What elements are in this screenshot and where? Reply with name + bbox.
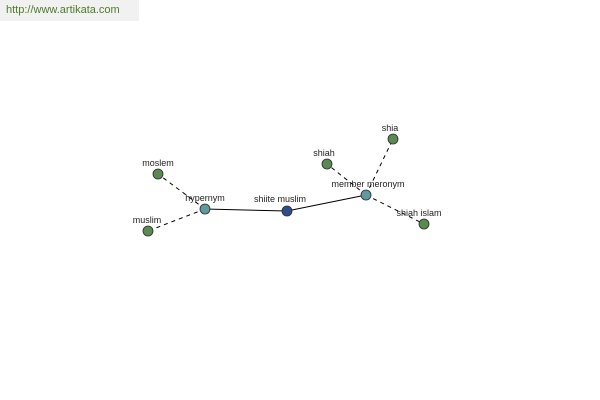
node-dot-member-meronym[interactable]: [360, 189, 372, 201]
edges-layer: [147, 138, 425, 232]
node-hypernym[interactable]: hypernym: [185, 193, 225, 215]
node-moslem[interactable]: moslem: [142, 158, 174, 180]
node-shiah-islam[interactable]: shiah islam: [396, 208, 442, 230]
node-label-member-meronym[interactable]: member meronym: [331, 179, 404, 189]
node-dot-shia[interactable]: [387, 133, 399, 145]
node-dot-shiah-islam[interactable]: [418, 218, 430, 230]
node-label-shiah-islam[interactable]: shiah islam: [396, 208, 441, 218]
node-label-muslim[interactable]: muslim: [133, 215, 162, 225]
node-dot-muslim[interactable]: [142, 225, 154, 237]
node-dot-moslem[interactable]: [152, 168, 164, 180]
edge-hypernym-to-muslim: [147, 208, 206, 232]
node-muslim[interactable]: muslim: [133, 215, 162, 237]
node-dot-hypernym[interactable]: [199, 203, 211, 215]
edge-hypernym-to-moslem: [157, 173, 206, 210]
edge-hypernym-to-shiite-muslim: [204, 208, 288, 212]
node-label-shia[interactable]: shia: [382, 123, 399, 133]
node-dot-shiite-muslim[interactable]: [281, 205, 293, 217]
node-label-shiah[interactable]: shiah: [313, 148, 335, 158]
node-dot-shiah[interactable]: [321, 158, 333, 170]
edge-member-meronym-to-shiah-islam: [365, 194, 425, 225]
node-member-meronym[interactable]: member meronym: [331, 179, 405, 201]
node-shia[interactable]: shia: [382, 123, 399, 145]
node-label-shiite-muslim[interactable]: shiite muslim: [254, 194, 306, 204]
node-label-moslem[interactable]: moslem: [142, 158, 174, 168]
node-label-hypernym[interactable]: hypernym: [185, 193, 225, 203]
edge-member-meronym-to-shiah: [326, 163, 367, 196]
node-shiah[interactable]: shiah: [313, 148, 335, 170]
nodes-layer: shiite muslim hypernym member meronym mosle…: [133, 123, 442, 237]
edge-member-meronym-to-shia: [365, 138, 394, 196]
edge-shiite-muslim-to-member-meronym: [286, 194, 367, 212]
node-shiite-muslim[interactable]: shiite muslim: [254, 194, 306, 217]
source-url[interactable]: http://www.artikata.com: [0, 0, 139, 21]
